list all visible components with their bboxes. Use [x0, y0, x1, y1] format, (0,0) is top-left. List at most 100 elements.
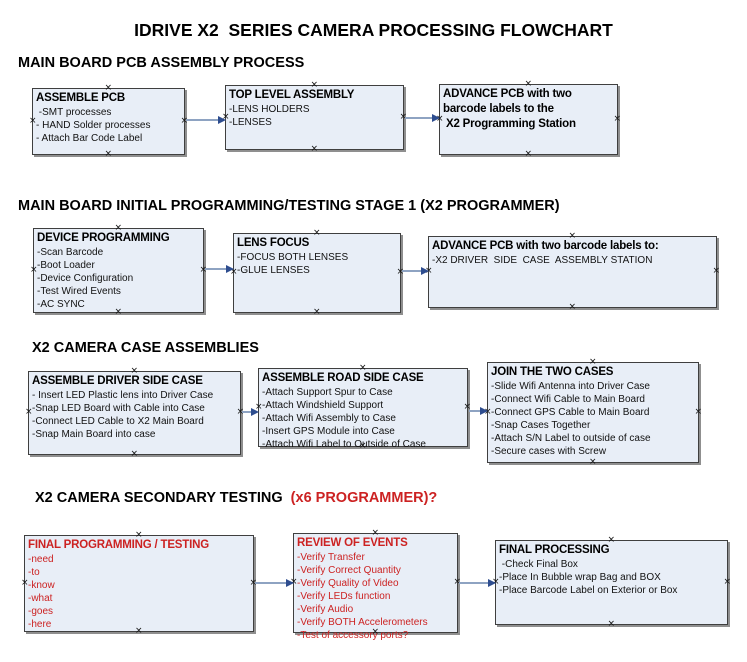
section-heading-pcb-assembly: MAIN BOARD PCB ASSEMBLY PROCESS	[18, 55, 305, 71]
box-line: -Attach Windshield Support	[262, 400, 384, 411]
box-body: -Slide Wifi Antenna into Driver Case -Con…	[491, 380, 695, 458]
box-line: -Scan Barcode	[37, 247, 104, 258]
box-line: - HAND Solder processes	[36, 120, 151, 131]
box-line: -Slide Wifi Antenna into Driver Case	[491, 381, 650, 392]
flow-arrow-icon	[255, 579, 294, 587]
box-line: -FOCUS BOTH LENSES	[237, 252, 349, 263]
box-body: -Verify Transfer -Verify Correct Quantity…	[297, 551, 454, 642]
flow-box-device-programming[interactable]: DEVICE PROGRAMMING -Scan Barcode -Boot Lo…	[30, 224, 207, 317]
box-line: -Boot Loader	[37, 260, 95, 271]
connection-handle-icon: ×	[313, 307, 321, 317]
box-title: ASSEMBLE DRIVER SIDE CASE	[32, 375, 203, 387]
connection-handle-icon: ×	[180, 115, 188, 126]
box-title: LENS FOCUS	[237, 237, 310, 249]
box-line: -Place In Bubble wrap Bag and BOX	[499, 572, 661, 583]
box-line: -LENS HOLDERS	[229, 104, 310, 115]
box-line: -Insert GPS Module into Case	[262, 426, 395, 437]
flow-box-join-the-two-cases[interactable]: JOIN THE TWO CASES -Slide Wifi Antenna i…	[484, 358, 702, 467]
connection-handle-icon: ×	[104, 149, 113, 159]
connection-handle-icon: ×	[199, 264, 207, 275]
flow-box-top-level-assembly[interactable]: TOP LEVEL ASSEMBLY -LENS HOLDERS-LENSES …	[222, 81, 407, 154]
box-line: - Attach Bar Code Label	[36, 133, 143, 144]
connection-handle-icon: ×	[613, 113, 621, 124]
flow-arrow-icon	[405, 114, 440, 122]
box-line: -GLUE LENSES	[237, 265, 310, 276]
flow-box-lens-focus[interactable]: LENS FOCUS -FOCUS BOTH LENSES -GLUE LENSE…	[230, 229, 404, 317]
section-heading-initial-programming: MAIN BOARD INITIAL PROGRAMMING/TESTING S…	[18, 198, 560, 214]
flow-box-final-processing[interactable]: FINAL PROCESSING -Check Final Box -Place …	[492, 536, 731, 629]
box-line: -to	[28, 567, 40, 578]
box-line: -Snap Cases Together	[491, 420, 591, 431]
box-line: -know	[28, 580, 55, 591]
section-heading-secondary-testing: X2 CAMERA SECONDARY TESTING (x6 PROGRAMM…	[35, 490, 437, 506]
box-title: ASSEMBLE ROAD SIDE CASE	[262, 372, 424, 384]
box-line: -Connect Wifi Cable to Main Board	[491, 394, 645, 405]
box-line: -LENSES	[229, 117, 272, 128]
box-line: -Verify Transfer	[297, 552, 365, 563]
box-line: -Attach Wifi Assembly to Case	[262, 413, 396, 424]
box-title: JOIN THE TWO CASES	[491, 366, 614, 378]
box-line: -Verify Correct Quantity	[297, 565, 401, 576]
box-body: -Check Final Box -Place In Bubble wrap Ba…	[499, 558, 724, 597]
section-heading-case-assemblies: X2 CAMERA CASE ASSEMBLIES	[32, 340, 259, 356]
box-body: - Insert LED Plastic lens into Driver Ca…	[32, 389, 237, 441]
box-line: -goes	[28, 606, 54, 617]
box-line: -X2 DRIVER SIDE CASE ASSEMBLY STATION	[432, 255, 653, 266]
connection-handle-icon: ×	[524, 149, 533, 159]
connection-handle-icon: ×	[589, 457, 597, 467]
box-title: TOP LEVEL ASSEMBLY	[229, 89, 355, 101]
connection-handle-icon: ×	[130, 449, 139, 459]
flow-arrow-icon	[205, 265, 234, 273]
box-body: -X2 DRIVER SIDE CASE ASSEMBLY STATION	[432, 254, 713, 267]
flow-arrow-icon	[186, 116, 226, 124]
box-line: -Place Barcode Label on Exterior or Box	[499, 585, 678, 596]
box-title: ADVANCE PCB with two barcode labels to:	[432, 240, 659, 252]
box-title: ADVANCE PCB with two barcode labels to t…	[443, 88, 576, 130]
box-line: -Snap LED Board with Cable into Case	[32, 403, 205, 414]
box-line: -need	[28, 554, 54, 565]
box-line: -SMT processes	[36, 107, 112, 118]
box-line: -Snap Main Board into case	[32, 429, 156, 440]
flow-arrow-icon	[459, 579, 496, 587]
flow-box-final-programming-testing[interactable]: FINAL PROGRAMMING / TESTING -need -to -kno…	[21, 531, 257, 636]
box-body: -LENS HOLDERS -LENSES	[229, 103, 400, 129]
connection-handle-icon: ×	[712, 266, 720, 276]
box-line: -Test of accessory ports?	[297, 630, 409, 641]
box-line: -Verify Audio	[297, 604, 354, 615]
box-line: -Verify BOTH Accelerometers	[297, 617, 428, 628]
box-line: -Verify LEDs function	[297, 591, 391, 602]
box-line: -Check Final Box	[499, 559, 578, 570]
flow-arrow-icon	[402, 267, 429, 275]
box-body: -FOCUS BOTH LENSES -GLUE LENSES	[237, 251, 397, 277]
flow-arrow-icon	[469, 407, 488, 415]
box-line: - Insert LED Plastic lens into Driver Ca…	[32, 390, 214, 401]
box-line: -Secure cases with Screw	[491, 446, 607, 457]
box-body: -need-to-know-what-goes-here	[28, 553, 250, 631]
box-body: -Scan Barcode -Boot Loader -Device Configu…	[37, 246, 200, 311]
box-line: -here	[28, 619, 52, 630]
box-title: DEVICE PROGRAMMING	[37, 232, 170, 244]
connection-handle-icon: ×	[310, 144, 319, 154]
connection-handle-icon: ×	[694, 406, 702, 417]
box-line: -AC SYNC	[37, 299, 85, 310]
connection-handle-icon: ×	[568, 302, 577, 312]
box-line: -Connect GPS Cable to Main Board	[491, 407, 650, 418]
box-line: -Device Configuration	[37, 273, 134, 284]
box-line: -Connect LED Cable to X2 Main Board	[32, 416, 204, 427]
box-line: -Attach S/N Label to outside of case	[491, 433, 651, 444]
connection-handle-icon: ×	[723, 576, 731, 587]
flow-box-advance-pcb-driver-side-station[interactable]: ADVANCE PCB with two barcode labels to: …	[425, 232, 720, 312]
box-title: FINAL PROGRAMMING / TESTING	[28, 539, 209, 551]
flow-box-assemble-driver-side-case[interactable]: ASSEMBLE DRIVER SIDE CASE - Insert LED P…	[25, 367, 244, 459]
flow-box-assemble-pcb[interactable]: ASSEMBLE PCB -SMT processes- HAND Solder…	[29, 84, 188, 159]
box-title: REVIEW OF EVENTS	[297, 537, 408, 549]
box-title: FINAL PROCESSING	[499, 544, 610, 556]
flow-arrow-icon	[242, 408, 259, 416]
flow-box-assemble-road-side-case[interactable]: ASSEMBLE ROAD SIDE CASE -Attach Support …	[255, 364, 471, 451]
heading-black-part: X2 CAMERA SECONDARY TESTING	[35, 490, 291, 506]
heading-red-part: (x6 PROGRAMMER)?	[290, 490, 438, 506]
flow-box-review-of-events[interactable]: REVIEW OF EVENTS -Verify Transfer-Verify…	[290, 529, 461, 642]
box-line: -Test Wired Events	[37, 286, 121, 297]
flow-box-advance-pcb-programming-station[interactable]: ADVANCE PCB with two barcode labels to t…	[436, 80, 621, 159]
